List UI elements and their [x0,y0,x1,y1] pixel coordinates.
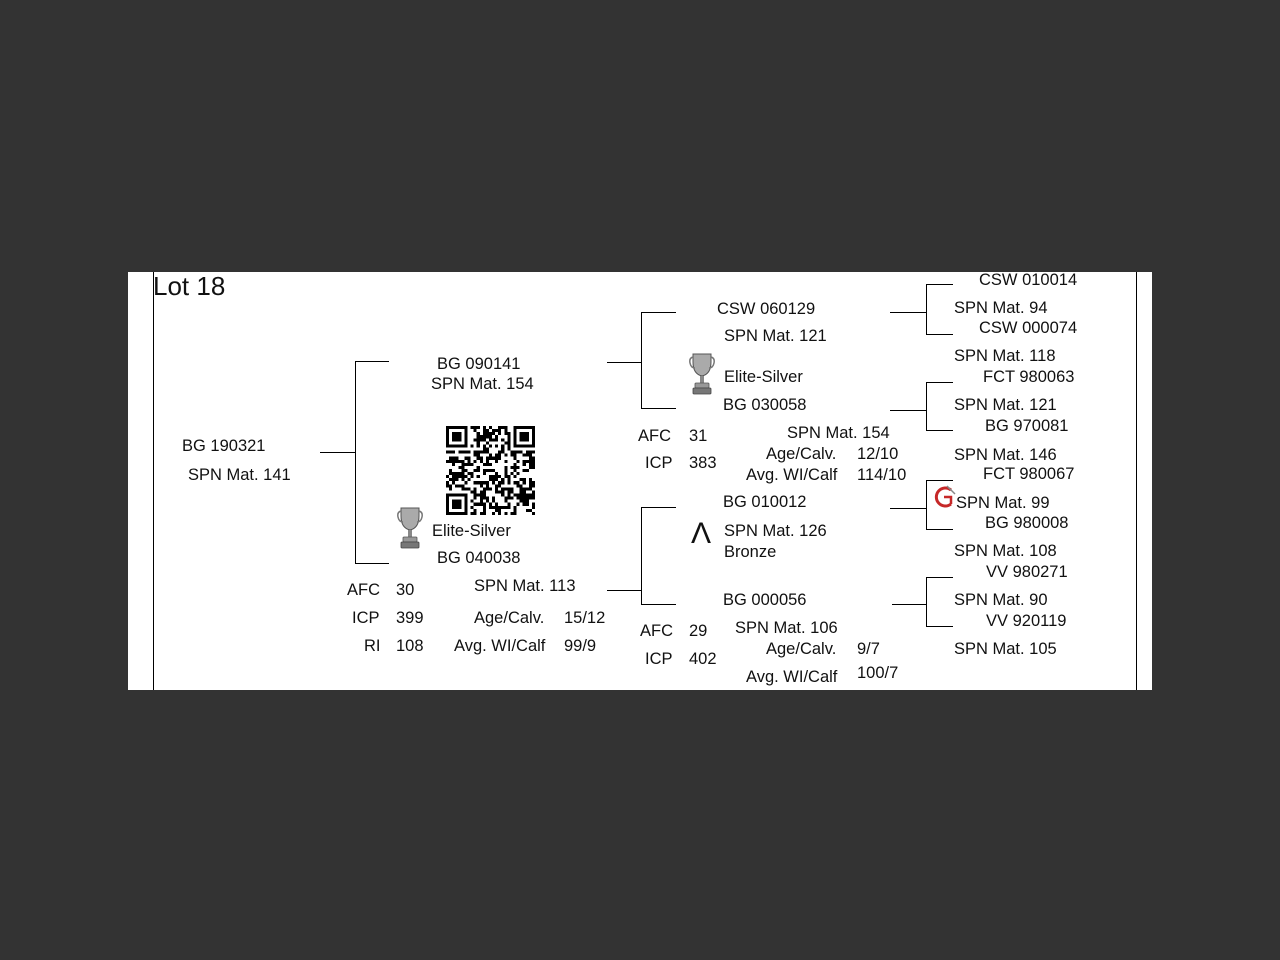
ggp-spn: SPN Mat. 99 [956,494,1050,512]
sire-dam-age-value: 12/10 [857,445,899,463]
dam-afc-label: AFC [347,581,380,599]
trophy-icon [397,506,423,550]
sire-dam-spn: SPN Mat. 154 [787,424,890,442]
bracket-line [926,382,927,431]
bracket-line [641,604,676,605]
ggp-spn: SPN Mat. 108 [954,542,1057,560]
dam-wi-label: Avg. WI/Calf [454,637,546,655]
bracket-line [926,529,953,530]
dam-dam-afc-label: AFC [640,622,673,640]
dam-sire-spn: SPN Mat. 126 [724,522,827,540]
sire-sire-spn: SPN Mat. 121 [724,327,827,345]
connector-line [890,312,926,313]
ggp-id: VV 920119 [986,612,1067,630]
sire-dam-afc-label: AFC [638,427,671,445]
connector-line [320,452,355,453]
dam-afc-value: 30 [396,581,415,599]
animal-spn: SPN Mat. 141 [188,466,291,484]
dam-spn: SPN Mat. 113 [474,577,576,595]
sire-dam-icp-value: 383 [689,454,717,472]
certification-badge-icon [931,484,957,510]
left-margin-rule [153,272,154,690]
ggp-spn: SPN Mat. 118 [954,347,1056,365]
bracket-line [926,577,953,578]
sire-spn: SPN Mat. 154 [431,375,534,393]
dam-dam-icp-label: ICP [645,650,673,668]
ggp-id: BG 980008 [985,514,1069,532]
dam-award: Elite-Silver [432,522,511,540]
ggp-spn: SPN Mat. 94 [954,299,1048,317]
ggp-spn: SPN Mat. 121 [954,396,1057,414]
bracket-line [926,577,927,627]
sire-dam-wi-label: Avg. WI/Calf [746,466,838,484]
dam-id: BG 040038 [437,549,521,567]
connector-line [607,590,641,591]
lambda-icon: Λ [691,517,712,550]
sire-id: BG 090141 [437,355,521,373]
dam-dam-wi-label: Avg. WI/Calf [746,668,838,686]
dam-age-label: Age/Calv. [474,609,545,627]
dam-dam-afc-value: 29 [689,622,708,640]
right-margin-rule [1136,272,1137,690]
pedigree-sheet: Lot 18 BG 190321 SPN Mat. 141 BG 090141 … [128,272,1152,690]
dam-dam-wi-value: 100/7 [857,664,899,682]
ggp-id: FCT 980067 [983,465,1075,483]
qr-code-icon [446,426,535,515]
bracket-line [926,430,953,431]
bracket-line [355,563,389,564]
dam-icp-label: ICP [352,609,380,627]
dam-icp-value: 399 [396,609,424,627]
sire-dam-id: BG 030058 [723,396,807,414]
bracket-line [641,312,642,409]
animal-id: BG 190321 [182,437,266,455]
dam-ri-label: RI [364,637,381,655]
bracket-line [926,480,927,530]
dam-age-value: 15/12 [564,609,606,627]
dam-wi-value: 99/9 [564,637,597,655]
connector-line [890,508,926,509]
ggp-spn: SPN Mat. 90 [954,591,1048,609]
ggp-id: VV 980271 [986,563,1068,581]
bracket-line [926,626,953,627]
bracket-line [926,382,953,383]
bracket-line [641,408,676,409]
bracket-line [926,480,953,481]
bracket-line [926,334,953,335]
sire-sire-id: CSW 060129 [717,300,816,318]
sire-dam-wi-value: 114/10 [857,466,907,484]
dam-dam-age-value: 9/7 [857,640,880,658]
connector-line [607,362,641,363]
connector-line [890,410,926,411]
bracket-line [355,361,356,564]
sire-dam-icp-label: ICP [645,454,673,472]
dam-sire-id: BG 010012 [723,493,807,511]
ggp-id: CSW 010014 [979,272,1078,289]
dam-dam-age-label: Age/Calv. [766,640,837,658]
sire-dam-award: Elite-Silver [724,368,803,386]
sire-dam-age-label: Age/Calv. [766,445,837,463]
ggp-id: FCT 980063 [983,368,1075,386]
bracket-line [641,312,676,313]
lot-title: Lot 18 [153,272,226,301]
dam-sire-award: Bronze [724,543,777,561]
sire-dam-afc-value: 31 [689,427,708,445]
dam-ri-value: 108 [396,637,424,655]
bracket-line [641,507,676,508]
bracket-line [355,361,389,362]
bracket-line [926,284,953,285]
bracket-line [926,284,927,335]
bracket-line [641,507,642,605]
ggp-spn: SPN Mat. 105 [954,640,1057,658]
dam-dam-id: BG 000056 [723,591,807,609]
ggp-spn: SPN Mat. 146 [954,446,1057,464]
ggp-id: BG 970081 [985,417,1069,435]
dam-dam-icp-value: 402 [689,650,717,668]
trophy-icon [689,352,715,396]
connector-line [892,604,926,605]
ggp-id: CSW 000074 [979,319,1078,337]
dam-dam-spn: SPN Mat. 106 [735,619,838,637]
